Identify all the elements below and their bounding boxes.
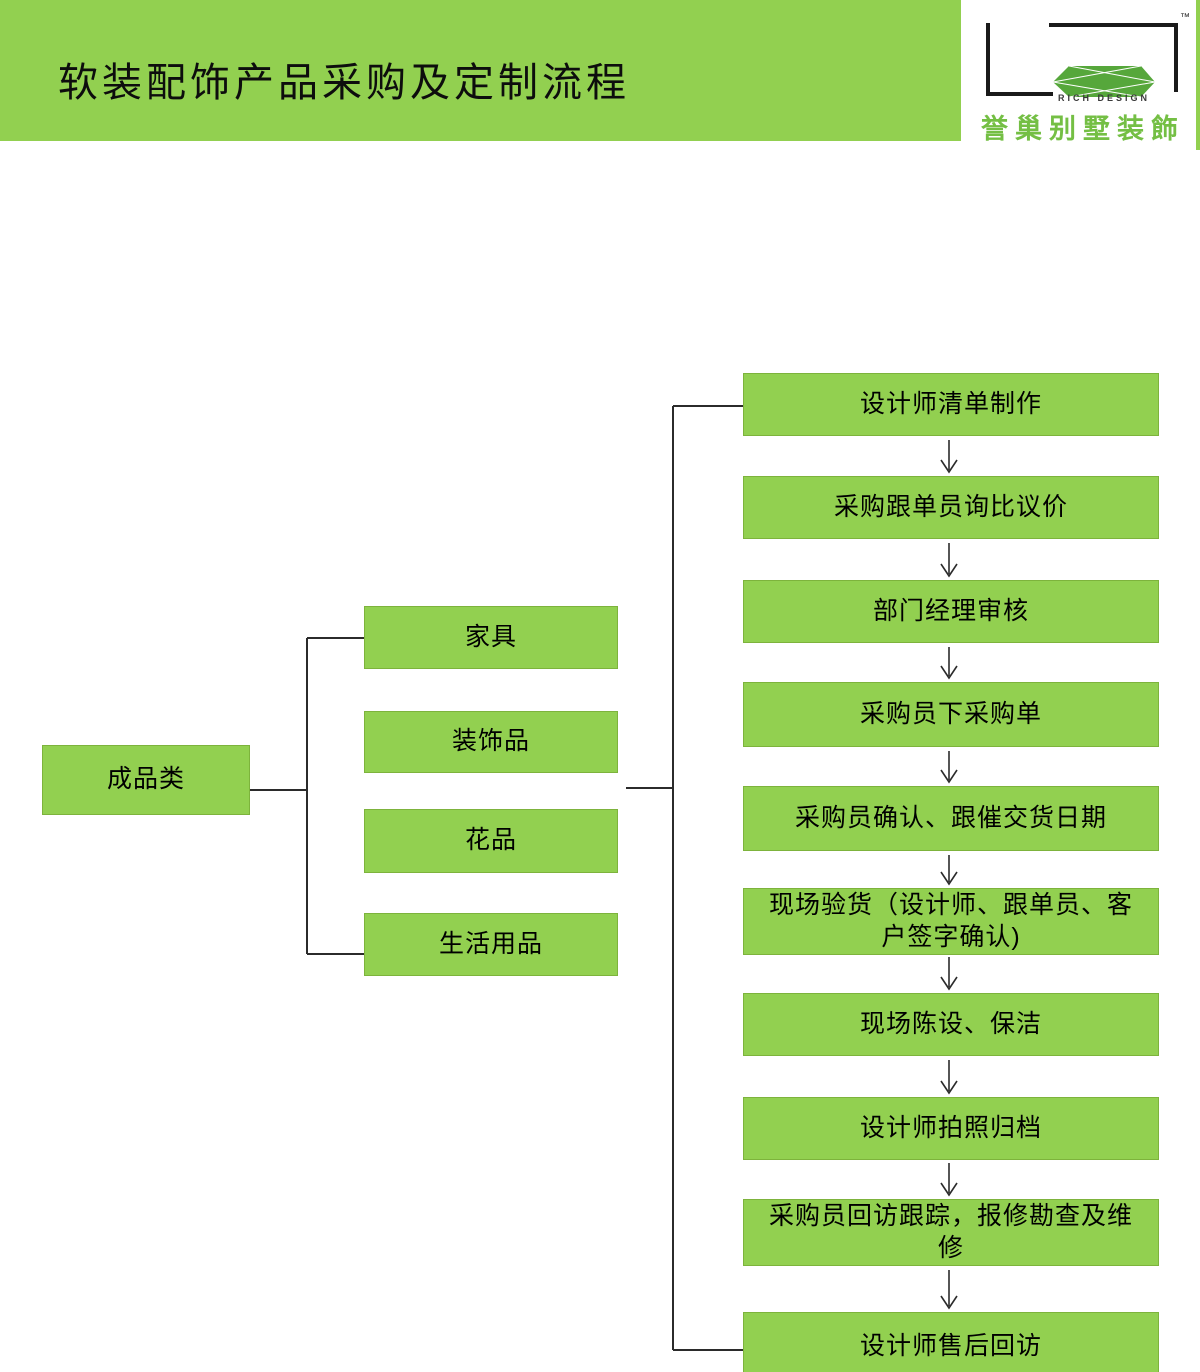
node-finished-products: 成品类: [42, 745, 250, 815]
page-title: 软装配饰产品采购及定制流程: [58, 60, 630, 105]
trademark-symbol: ™: [1180, 12, 1190, 23]
logo-brand-en: RICH DESIGN: [1057, 93, 1150, 103]
node-furniture: 家具: [364, 606, 618, 669]
node-flowers: 花品: [364, 809, 618, 873]
logo-beam-icon: [1052, 65, 1156, 98]
flow-step-6: 现场验货（设计师、跟单员、客户签字确认): [743, 888, 1159, 955]
flow-step-10: 设计师售后回访: [743, 1312, 1159, 1372]
down-arrow-icon: [940, 440, 958, 1310]
flow-step-9: 采购员回访跟踪，报修勘查及维修: [743, 1199, 1159, 1266]
flow-step-3: 部门经理审核: [743, 580, 1159, 643]
flow-step-4: 采购员下采购单: [743, 682, 1159, 747]
logo-brand-cn: 誉巢别墅装飾: [981, 114, 1185, 144]
company-logo: ™ RICH DESIGN 誉巢别墅装飾: [961, 0, 1196, 150]
flow-step-2: 采购跟单员询比议价: [743, 476, 1159, 539]
logo-frame-icon: [986, 23, 1178, 98]
flow-step-8: 设计师拍照归档: [743, 1097, 1159, 1160]
flow-step-7: 现场陈设、保洁: [743, 993, 1159, 1056]
flow-step-1: 设计师清单制作: [743, 373, 1159, 436]
node-daily-goods: 生活用品: [364, 913, 618, 976]
header-edge-strip: [1196, 0, 1200, 150]
flow-step-5: 采购员确认、跟催交货日期: [743, 786, 1159, 851]
node-decorations: 装饰品: [364, 711, 618, 773]
